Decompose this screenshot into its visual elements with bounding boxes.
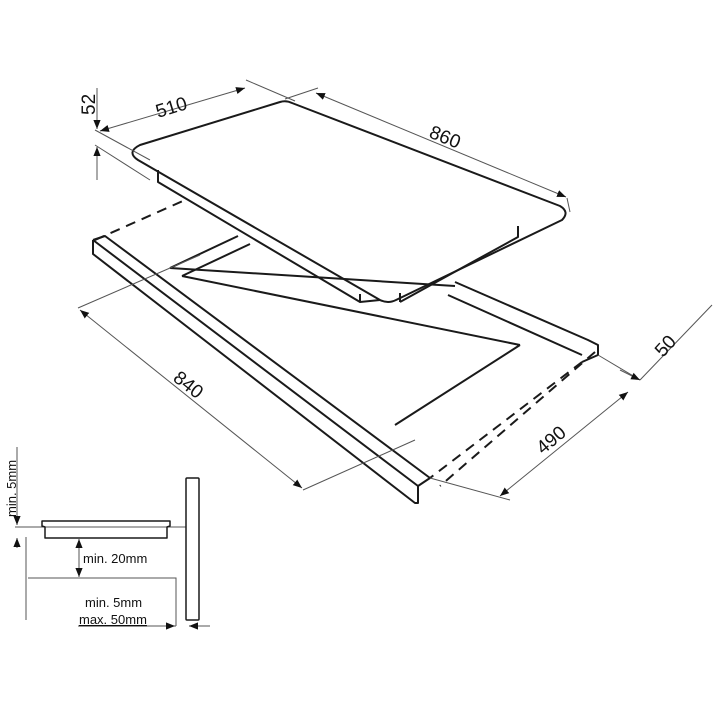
wall-max-label: max. 50mm — [79, 612, 147, 627]
wall-min-label: min. 5mm — [85, 595, 142, 610]
dim-50: 50 — [651, 332, 681, 362]
dim-510: 510 — [153, 93, 189, 122]
dim-490: 490 — [533, 422, 571, 458]
top-clearance-label: min. 5mm — [4, 460, 19, 517]
countertop-cutout — [92, 199, 599, 504]
hob — [131, 100, 567, 303]
dim-860: 860 — [426, 122, 463, 153]
below-clearance-label: min. 20mm — [83, 551, 147, 566]
dimension-lines — [77, 79, 713, 501]
dim-840: 840 — [169, 367, 207, 403]
dim-52: 52 — [79, 94, 100, 115]
section-detail — [13, 447, 210, 630]
